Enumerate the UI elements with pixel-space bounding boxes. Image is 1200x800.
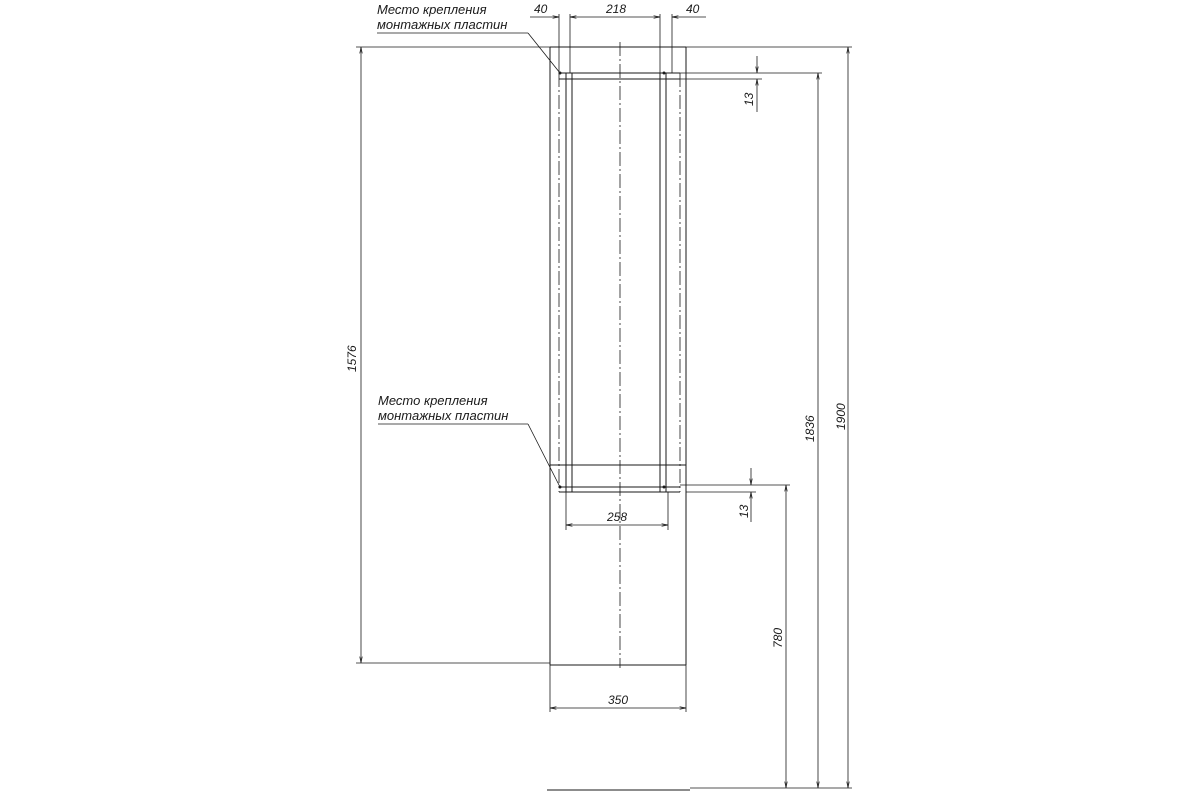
dim-mount-height: 780 [680,484,790,788]
top-callout-line1: Место крепления [377,2,487,17]
dim-left-offset: 40 [534,2,548,16]
dim-total-height: 1900 [686,46,852,789]
dim-body-height-label: 1576 [345,345,359,372]
cabinet-outline [549,46,687,666]
top-callout: Место крепления монтажных пластин [377,2,561,74]
dim-body-height: 1576 [345,46,550,664]
dim-total-height-label: 1900 [834,403,848,430]
dim-bottom-rail-width-label: 258 [606,510,627,524]
dim-cabinet-width: 350 [549,665,687,712]
dim-plate-span: 1836 [680,72,822,788]
top-dimension-chain: 40 218 40 [530,2,706,73]
dim-bottom-rail-width: 258 [565,492,669,530]
dim-mount-height-label: 780 [771,628,785,648]
dim-right-offset: 40 [686,2,700,16]
dim-top-plate-label: 13 [742,92,756,106]
dim-bottom-plate-label: 13 [737,504,751,518]
dim-top-plate: 13 [680,56,762,112]
dim-bottom-plate: 13 [686,468,756,522]
top-callout-line2: монтажных пластин [377,17,507,32]
dim-plate-span-label: 1836 [803,415,817,442]
top-mounting-plate [558,71,680,80]
mid-callout-line1: Место крепления [378,393,488,408]
mounting-rails [558,73,681,492]
dim-rail-spacing: 218 [605,2,626,16]
mid-callout-line2: монтажных пластин [378,408,508,423]
dim-cabinet-width-label: 350 [608,693,628,707]
mid-callout: Место крепления монтажных пластин [378,393,561,488]
